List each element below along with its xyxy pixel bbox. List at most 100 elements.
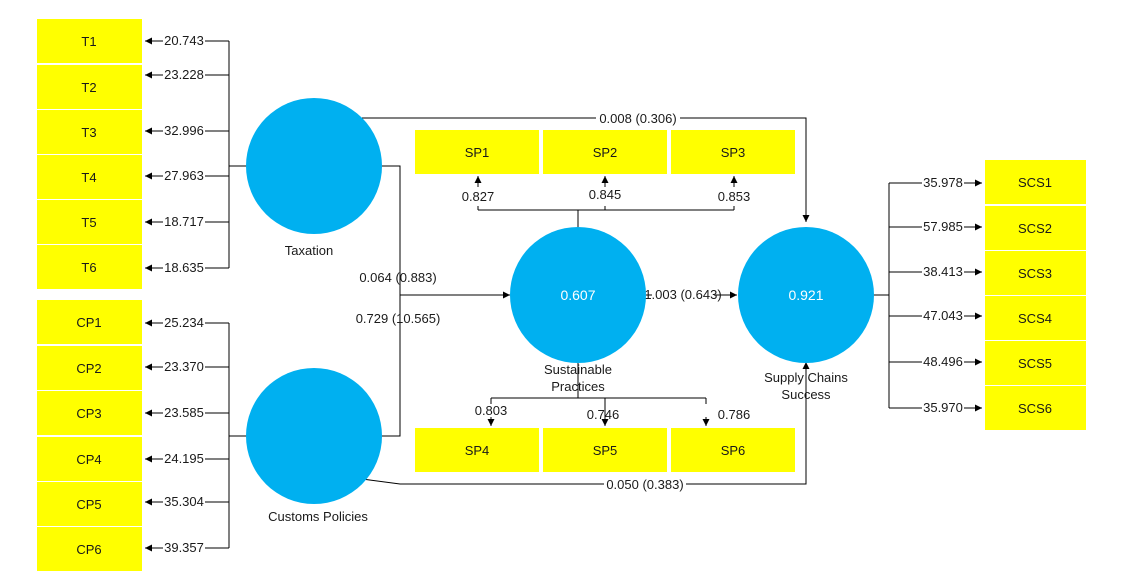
indicator-label: SCS6 (1018, 401, 1052, 416)
path-customs-scs: 0.050 (0.383) (606, 477, 683, 492)
indicator-scs2: SCS2 (985, 206, 1086, 250)
indicator-label: CP4 (76, 452, 101, 467)
indicator-label: SP4 (465, 443, 490, 458)
loading-t6: 18.635 (164, 260, 204, 275)
indicator-t2: T2 (37, 65, 142, 109)
indicator-box (985, 160, 1086, 204)
indicator-sp6: SP6 (671, 428, 795, 472)
loading-cp4: 24.195 (164, 451, 204, 466)
loading-sp4: 0.803 (475, 403, 508, 418)
indicator-box (985, 386, 1086, 430)
indicator-t4: T4 (37, 155, 142, 199)
indicator-scs4: SCS4 (985, 296, 1086, 340)
taxation-connectors (145, 37, 250, 272)
loading-scs4: 47.043 (923, 308, 963, 323)
indicator-label: SCS3 (1018, 266, 1052, 281)
path-customs-sp: 0.729 (10.565) (356, 311, 441, 326)
indicator-sp1: SP1 (415, 130, 539, 174)
indicator-cp2: CP2 (37, 346, 142, 390)
indicator-box (671, 428, 795, 472)
sp-bottom-loadings: 0.803 0.746 0.786 (475, 403, 751, 422)
indicator-label: SCS5 (1018, 356, 1052, 371)
indicator-box (415, 130, 539, 174)
indicator-label: T2 (81, 80, 96, 95)
indicator-t3: T3 (37, 110, 142, 154)
structural-paths (361, 117, 810, 485)
indicator-box (985, 296, 1086, 340)
indicator-label: T5 (81, 215, 96, 230)
indicator-sp2: SP2 (543, 130, 667, 174)
loading-scs5: 48.496 (923, 354, 963, 369)
scs-connectors (872, 179, 982, 412)
path-taxation-sp: 0.064 (0.883) (359, 270, 436, 285)
indicator-box (37, 527, 142, 571)
indicator-scs3: SCS3 (985, 251, 1086, 295)
loading-scs3: 38.413 (923, 264, 963, 279)
sp-top-loadings: 0.827 0.845 0.853 (462, 187, 751, 204)
indicator-sp5: SP5 (543, 428, 667, 472)
loading-sp2: 0.845 (589, 187, 622, 202)
latent-label: Taxation (285, 243, 333, 258)
indicator-label: SCS1 (1018, 175, 1052, 190)
indicator-box (415, 428, 539, 472)
latent-circle (246, 368, 382, 504)
loading-t4: 27.963 (164, 168, 204, 183)
latent-label-line1: Sustainable (544, 362, 612, 377)
taxation-loadings: 20.743 23.228 32.996 27.963 18.717 18.63… (164, 33, 204, 275)
loading-cp3: 23.585 (164, 405, 204, 420)
path-taxation-scs: 0.008 (0.306) (599, 111, 676, 126)
loading-sp5: 0.746 (587, 407, 620, 422)
path-sp-scs: 1.003 (0.643) (644, 287, 721, 302)
customs-indicators: CP1 CP2 CP3 CP4 CP5 CP6 (37, 300, 142, 571)
latent-circle (246, 98, 382, 234)
indicator-t1: T1 (37, 19, 142, 63)
indicator-sp3: SP3 (671, 130, 795, 174)
loading-scs2: 57.985 (923, 219, 963, 234)
indicator-label: SP3 (721, 145, 746, 160)
sp-bottom-connectors (487, 360, 710, 426)
latent-taxation: Taxation (246, 98, 382, 258)
loading-cp6: 39.357 (164, 540, 204, 555)
indicator-box (37, 482, 142, 526)
latent-label-line1: Supply Chains (764, 370, 848, 385)
indicator-label: SCS4 (1018, 311, 1052, 326)
indicator-label: T3 (81, 125, 96, 140)
indicator-label: T6 (81, 260, 96, 275)
indicator-box (543, 130, 667, 174)
indicator-label: SCS2 (1018, 221, 1052, 236)
indicator-box (985, 341, 1086, 385)
loading-t2: 23.228 (164, 67, 204, 82)
indicator-label: T1 (81, 34, 96, 49)
scs-loadings: 35.978 57.985 38.413 47.043 48.496 35.97… (923, 175, 963, 415)
loading-sp3: 0.853 (718, 189, 751, 204)
customs-loadings: 25.234 23.370 23.585 24.195 35.304 39.35… (164, 315, 204, 555)
loading-t3: 32.996 (164, 123, 204, 138)
r-squared-value: 0.921 (788, 287, 823, 303)
indicator-t5: T5 (37, 200, 142, 244)
indicator-label: SP6 (721, 443, 746, 458)
indicator-box (37, 245, 142, 289)
taxation-indicators: T1 T2 T3 T4 T5 T6 (37, 19, 142, 289)
indicator-box (37, 437, 142, 481)
indicator-box (985, 251, 1086, 295)
latent-label-line2: Practices (551, 379, 605, 394)
indicator-label: T4 (81, 170, 96, 185)
indicator-box (37, 155, 142, 199)
sp-top-connectors (474, 176, 738, 228)
path-coefficients: 0.008 (0.306) 0.064 (0.883) 0.729 (10.56… (356, 111, 722, 492)
sp-bottom-indicators: SP4 SP5 SP6 (415, 428, 795, 472)
scs-indicators: SCS1 SCS2 SCS3 SCS4 SCS5 SCS6 (985, 160, 1086, 430)
loading-sp1: 0.827 (462, 189, 495, 204)
indicator-label: CP6 (76, 542, 101, 557)
indicator-box (37, 300, 142, 344)
loading-cp5: 35.304 (164, 494, 204, 509)
indicator-cp6: CP6 (37, 527, 142, 571)
indicator-scs5: SCS5 (985, 341, 1086, 385)
loading-cp2: 23.370 (164, 359, 204, 374)
indicator-box (985, 206, 1086, 250)
r-squared-value: 0.607 (560, 287, 595, 303)
latent-label-line2: Success (781, 387, 831, 402)
indicator-label: SP1 (465, 145, 490, 160)
indicator-box (37, 391, 142, 435)
